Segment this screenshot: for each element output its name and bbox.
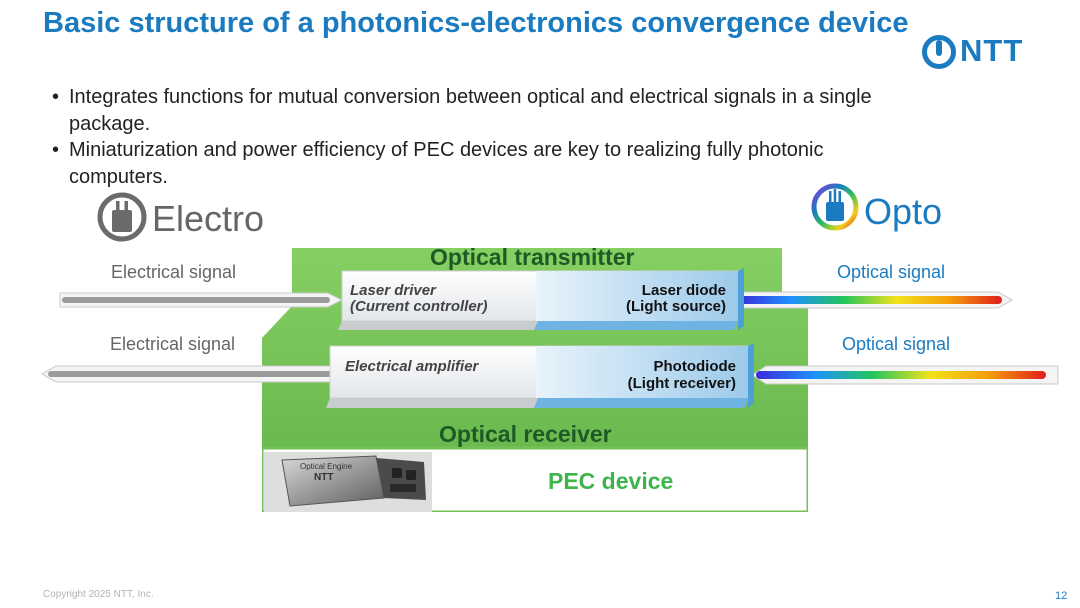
electrical-amplifier-label: Electrical amplifier bbox=[345, 358, 478, 376]
current-controller-label: (Current controller) bbox=[350, 298, 488, 316]
light-source-label: (Light source) bbox=[560, 298, 726, 316]
light-receiver-label: (Light receiver) bbox=[560, 375, 736, 393]
copyright-text: Copyright 2025 NTT, Inc. bbox=[43, 589, 154, 600]
photodiode-label: Photodiode bbox=[560, 358, 736, 376]
page-number: 12 bbox=[1055, 590, 1067, 602]
